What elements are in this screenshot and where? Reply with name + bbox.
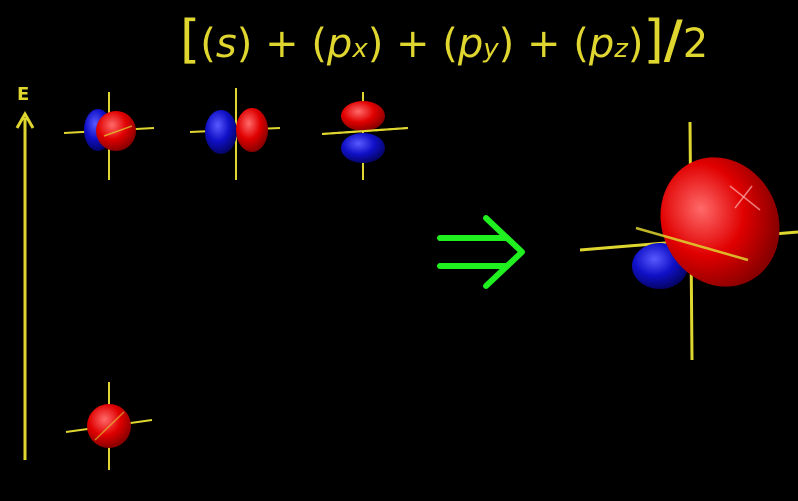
pz-orbital — [322, 92, 408, 180]
energy-axis — [17, 114, 33, 460]
negative-lobe — [341, 133, 385, 163]
implies-arrow — [440, 218, 522, 286]
s-orbital-low — [66, 382, 152, 470]
positive-lobe — [236, 108, 268, 152]
px-orbital — [190, 88, 280, 180]
orbital-top-1 — [64, 92, 154, 180]
sp3-hybrid-orbital — [580, 122, 798, 360]
negative-lobe — [205, 110, 237, 154]
positive-lobe — [341, 101, 385, 131]
